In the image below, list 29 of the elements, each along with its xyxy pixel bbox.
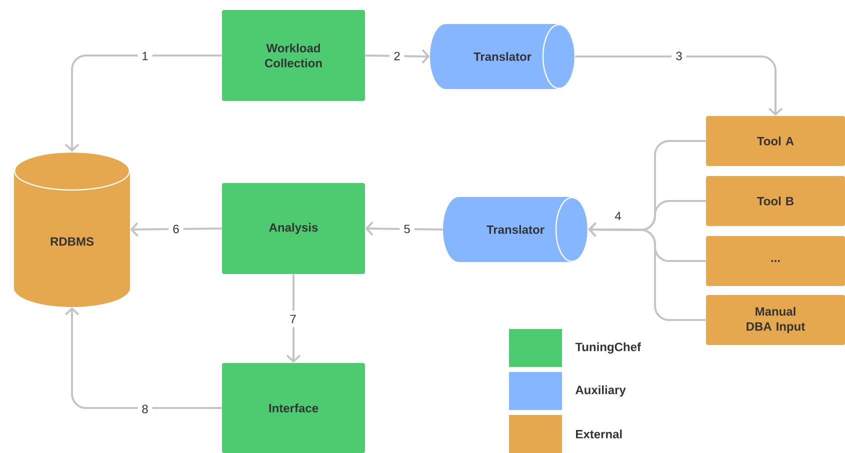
- process-box: Tool B: [706, 176, 845, 226]
- arrow: [575, 56, 783, 116]
- edge-label: 1: [138, 48, 152, 64]
- arrow: [64, 54, 222, 152]
- edge-label: 8: [138, 400, 152, 418]
- arrow: [64, 307, 222, 409]
- edge-label: 5: [400, 220, 414, 238]
- cylinder: Translator: [443, 197, 589, 262]
- process-box: ...: [706, 236, 845, 286]
- edge-label: 3: [672, 48, 686, 64]
- process-box: Analysis: [222, 183, 365, 274]
- edge-label: 7: [286, 310, 300, 328]
- legend-label: Auxiliary: [576, 385, 626, 397]
- edge-label: 6: [168, 220, 184, 238]
- edge-label: 4: [610, 208, 626, 224]
- process-box: Manual DBA Input: [706, 295, 845, 345]
- arrow: [130, 222, 222, 237]
- edge-label: 2: [390, 48, 404, 64]
- legend-label: External: [576, 430, 622, 438]
- arrow: [365, 49, 430, 64]
- database-cylinder: RDBMS: [14, 151, 130, 307]
- arrow: [286, 274, 301, 363]
- cylinder: Translator: [430, 24, 576, 89]
- legend-label: TuningChef: [575, 342, 641, 354]
- process-box: Tool A: [706, 116, 845, 166]
- process-box: Interface: [222, 363, 365, 453]
- process-box: Workload Collection: [222, 10, 365, 101]
- arrow: [588, 222, 706, 321]
- arrow: [365, 221, 443, 236]
